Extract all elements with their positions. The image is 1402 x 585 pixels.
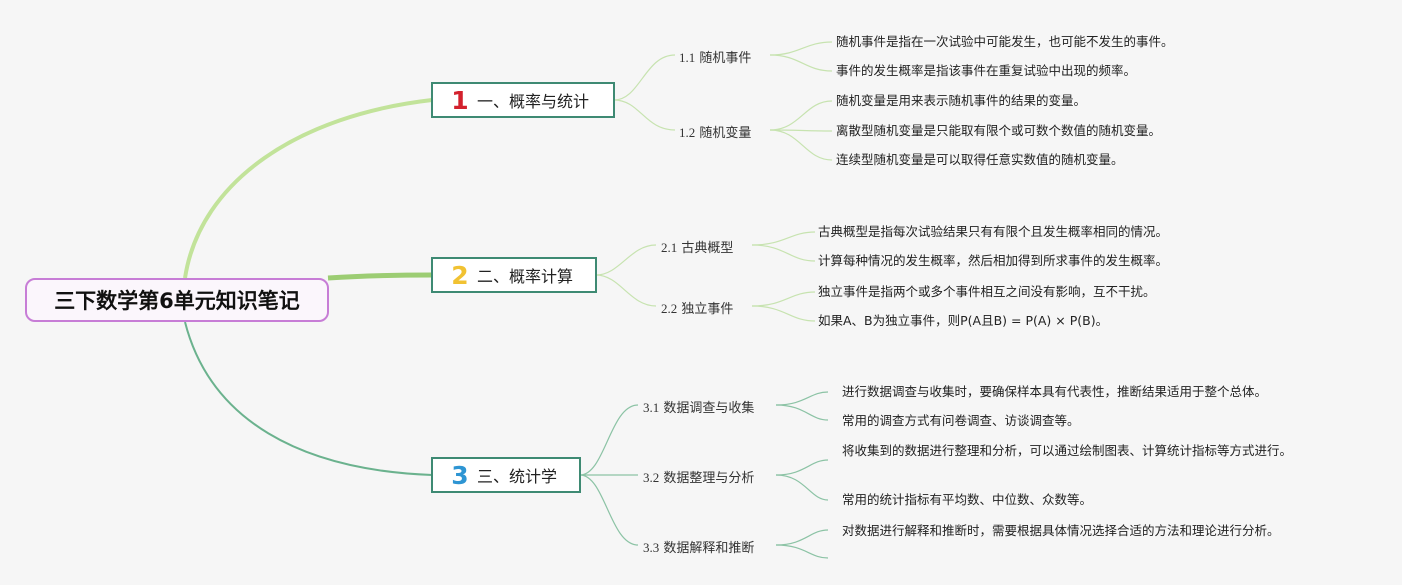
number-one-icon: 1 [451, 85, 469, 115]
leaf-note[interactable]: 独立事件是指两个或多个事件相互之间没有影响，互不干扰。 [818, 284, 1156, 299]
leaf-note[interactable]: 常用的调查方式有问卷调查、访谈调查等。 [842, 413, 1080, 428]
root-topic[interactable]: 三下数学第6单元知识笔记 [25, 278, 329, 322]
topic-probability-calculation[interactable]: 2 二、概率计算 [431, 257, 597, 293]
leaf-note[interactable]: 连续型随机变量是可以取得任意实数值的随机变量。 [836, 152, 1124, 167]
leaf-note[interactable]: 计算每种情况的发生概率，然后相加得到所求事件的发生概率。 [818, 253, 1169, 268]
topic-probability-statistics[interactable]: 1 一、概率与统计 [431, 82, 615, 118]
leaf-note[interactable]: 离散型随机变量是只能取有限个或可数个数值的随机变量。 [836, 123, 1162, 138]
root-title: 三下数学第6单元知识笔记 [54, 289, 300, 313]
leaf-note[interactable]: 事件的发生概率是指该事件在重复试验中出现的频率。 [836, 63, 1137, 78]
number-two-icon: 2 [451, 260, 469, 290]
subtopic-3-1[interactable]: 3.1 数据调查与收集 [643, 400, 755, 416]
leaf-note[interactable]: 对数据进行解释和推断时，需要根据具体情况选择合适的方法和理论进行分析。 [842, 523, 1280, 538]
subtopic-3-3[interactable]: 3.3 数据解释和推断 [643, 540, 755, 556]
leaf-note[interactable]: 古典概型是指每次试验结果只有有限个且发生概率相同的情况。 [818, 224, 1169, 239]
subtopic-3-2[interactable]: 3.2 数据整理与分析 [643, 470, 755, 486]
topic-title: 一、概率与统计 [477, 92, 590, 111]
subtopic-1-2[interactable]: 1.2 随机变量 [679, 125, 752, 141]
leaf-note[interactable]: 将收集到的数据进行整理和分析，可以通过绘制图表、计算统计指标等方式进行。 [842, 443, 1293, 458]
leaf-note[interactable]: 随机事件是指在一次试验中可能发生，也可能不发生的事件。 [836, 34, 1174, 49]
number-three-icon: 3 [451, 460, 469, 490]
leaf-note[interactable]: 如果A、B为独立事件，则P(A且B) = P(A) × P(B)。 [818, 313, 1109, 328]
leaf-note[interactable]: 常用的统计指标有平均数、中位数、众数等。 [842, 492, 1093, 507]
leaf-note[interactable]: 随机变量是用来表示随机事件的结果的变量。 [836, 93, 1087, 108]
topic-statistics[interactable]: 3 三、统计学 [431, 457, 581, 493]
subtopic-2-1[interactable]: 2.1 古典概型 [661, 240, 734, 256]
subtopic-2-2[interactable]: 2.2 独立事件 [661, 301, 734, 317]
subtopic-1-1[interactable]: 1.1 随机事件 [679, 50, 752, 66]
topic-title: 二、概率计算 [477, 267, 574, 286]
topic-title: 三、统计学 [477, 467, 558, 486]
leaf-note[interactable]: 进行数据调查与收集时，要确保样本具有代表性，推断结果适用于整个总体。 [842, 384, 1268, 399]
